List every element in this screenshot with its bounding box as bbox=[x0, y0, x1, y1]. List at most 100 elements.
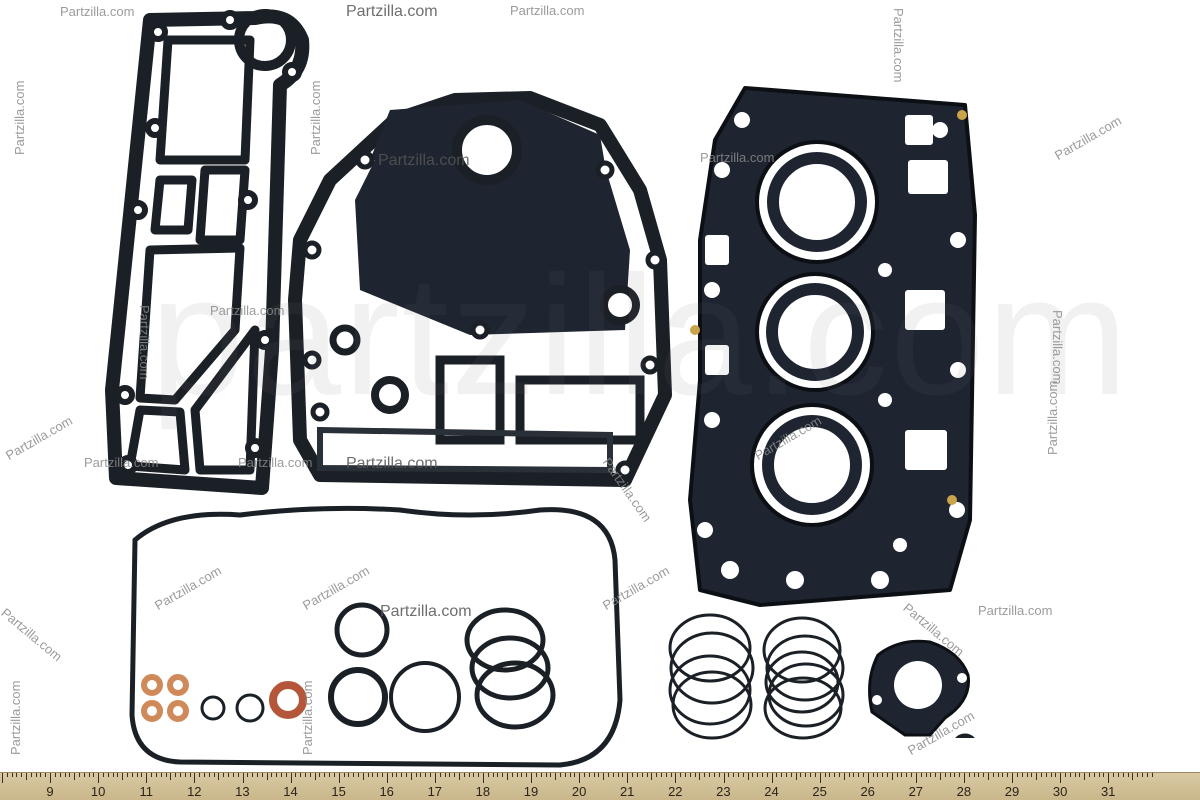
ruler-tick bbox=[386, 773, 388, 783]
ruler-tick bbox=[396, 773, 398, 777]
ruler-tick bbox=[406, 773, 408, 777]
ruler-tick bbox=[819, 773, 821, 783]
ruler-tick bbox=[723, 773, 725, 783]
ruler-tick bbox=[319, 773, 321, 777]
ruler-tick bbox=[309, 773, 311, 777]
ruler-tick bbox=[1050, 773, 1052, 777]
watermark: Partzilla.com bbox=[1045, 380, 1060, 455]
ruler-number: 21 bbox=[619, 784, 635, 799]
ruler-tick bbox=[362, 773, 364, 780]
ruler-tick bbox=[858, 773, 860, 777]
ruler-number: 24 bbox=[764, 784, 779, 799]
ruler-tick bbox=[261, 773, 263, 777]
head-cover-gasket bbox=[288, 91, 672, 487]
ruler-tick bbox=[141, 773, 143, 777]
ruler-tick bbox=[593, 773, 595, 777]
ruler-tick bbox=[391, 773, 393, 777]
ruler-tick bbox=[6, 773, 8, 777]
ruler-tick bbox=[531, 773, 533, 783]
ruler-tick bbox=[949, 773, 951, 777]
ruler-tick bbox=[805, 773, 807, 777]
ruler-tick bbox=[814, 773, 816, 777]
ruler-tick bbox=[1089, 773, 1091, 777]
ruler-tick bbox=[574, 773, 576, 777]
ruler-tick bbox=[295, 773, 297, 777]
ruler-tick bbox=[603, 773, 605, 780]
ruler-tick bbox=[165, 773, 167, 777]
ruler-number: 19 bbox=[523, 784, 539, 799]
ruler-tick bbox=[1016, 773, 1018, 777]
ruler-tick bbox=[333, 773, 335, 777]
ruler-tick bbox=[1098, 773, 1100, 777]
ruler-tick bbox=[1132, 773, 1134, 780]
ruler-tick bbox=[675, 773, 677, 783]
ruler-tick bbox=[497, 773, 499, 777]
ruler-tick bbox=[194, 773, 196, 783]
ruler-tick bbox=[88, 773, 90, 777]
ruler-tick bbox=[83, 773, 85, 777]
ruler-tick bbox=[559, 773, 561, 777]
ruler-tick bbox=[357, 773, 359, 777]
ruler-tick bbox=[848, 773, 850, 777]
watermark: Partzilla.com bbox=[346, 455, 438, 472]
ruler-tick bbox=[1055, 773, 1057, 777]
ruler-number: 25 bbox=[812, 784, 827, 799]
ruler-tick bbox=[103, 773, 104, 777]
small-o-rings bbox=[200, 602, 461, 733]
ruler-tick bbox=[1007, 773, 1009, 777]
ruler-tick bbox=[127, 773, 129, 777]
ruler-tick bbox=[992, 773, 994, 777]
ruler-tick bbox=[670, 773, 672, 777]
ruler-tick bbox=[208, 773, 210, 777]
o-ring-stack-2 bbox=[668, 613, 755, 740]
ruler-tick bbox=[1074, 773, 1076, 777]
ruler-tick bbox=[689, 773, 691, 777]
ruler-tick bbox=[872, 773, 874, 777]
large-watermark: partzilla.com bbox=[150, 241, 1131, 431]
ruler-tick bbox=[98, 773, 100, 783]
ruler-number: 16 bbox=[379, 784, 394, 799]
ruler-tick bbox=[761, 773, 763, 777]
ruler-tick bbox=[838, 773, 840, 777]
ruler-tick bbox=[588, 773, 590, 777]
watermark: Partzilla.com bbox=[12, 80, 27, 155]
cylinder-head-gasket bbox=[688, 86, 977, 607]
ruler-tick bbox=[685, 773, 687, 777]
ruler-tick bbox=[204, 773, 206, 777]
oil-pan-seal bbox=[129, 505, 623, 768]
ruler-tick bbox=[1108, 773, 1110, 783]
watermark: Partzilla.com bbox=[60, 4, 135, 19]
ruler-tick bbox=[964, 773, 965, 783]
ruler-tick bbox=[853, 773, 855, 777]
ruler-tick bbox=[16, 773, 18, 777]
ruler-tick bbox=[1117, 773, 1119, 777]
ruler-tick bbox=[439, 773, 441, 777]
ruler-tick bbox=[930, 773, 932, 777]
ruler-tick bbox=[800, 773, 802, 777]
ruler-tick bbox=[699, 773, 701, 780]
ruler-tick bbox=[1122, 773, 1124, 777]
ruler-tick bbox=[944, 773, 946, 777]
ruler-tick bbox=[1141, 773, 1143, 777]
watermark: Partzilla.com bbox=[700, 150, 775, 165]
ruler-tick bbox=[1036, 773, 1038, 780]
ruler-tick bbox=[728, 773, 730, 777]
ruler-tick bbox=[747, 773, 749, 780]
ruler-tick bbox=[444, 773, 446, 777]
ruler-tick bbox=[646, 773, 648, 777]
ruler-tick bbox=[35, 773, 37, 777]
ruler-tick bbox=[228, 773, 230, 777]
ruler-tick bbox=[564, 773, 566, 777]
ruler-tick bbox=[372, 773, 374, 777]
watermark: Partzilla.com bbox=[891, 8, 906, 83]
ruler-tick bbox=[348, 773, 350, 777]
ruler-tick bbox=[954, 773, 956, 777]
ruler-number: 11 bbox=[139, 784, 153, 799]
ruler-tick bbox=[511, 773, 513, 777]
ruler-tick bbox=[26, 773, 28, 780]
ruler-tick bbox=[824, 773, 826, 777]
ruler-tick bbox=[252, 773, 254, 777]
ruler-tick bbox=[569, 773, 571, 777]
ruler-tick bbox=[237, 773, 239, 777]
